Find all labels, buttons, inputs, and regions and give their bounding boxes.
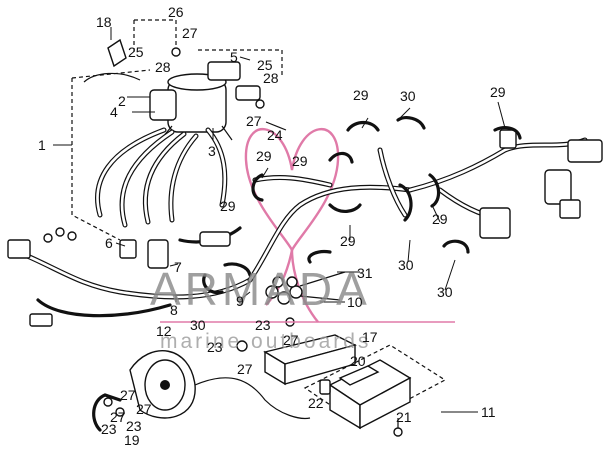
callout-28-left: 28 [155, 59, 171, 75]
callout-25-right: 25 [257, 57, 273, 73]
coil-clamp [83, 38, 287, 131]
callout-2: 2 [118, 93, 126, 109]
callout-29-center: 29 [292, 153, 308, 169]
callout-29-right: 29 [432, 211, 448, 227]
callout-7: 7 [174, 259, 182, 275]
callout-23-regulator: 23 [255, 317, 271, 333]
callout-24: 24 [267, 127, 283, 143]
callout-29-top: 29 [353, 87, 369, 103]
callout-29-left-lower: 29 [220, 198, 236, 214]
callout-11: 11 [481, 404, 496, 420]
callout-23-bracket-right: 23 [126, 418, 142, 434]
callout-29-right-top: 29 [490, 84, 506, 100]
watermark-tagline-text: marine outboards [160, 330, 371, 353]
ignition-coil-assembly [149, 61, 261, 141]
callout-26: 26 [168, 4, 184, 20]
ignition-bracket-dashed [71, 19, 283, 241]
regulator-unit [263, 334, 357, 386]
horn [129, 350, 311, 420]
callout-30-right: 30 [398, 257, 414, 273]
horn-bracket [92, 393, 125, 432]
callout-12: 12 [156, 323, 172, 339]
callout-27-bracket: 27 [120, 387, 136, 403]
callout-29-lower: 29 [340, 233, 356, 249]
callout-21: 21 [396, 409, 412, 425]
callout-19: 19 [124, 432, 140, 448]
spark-plug-leads [95, 127, 228, 228]
callout-30-left: 30 [190, 317, 206, 333]
callout-27-top: 27 [182, 25, 198, 41]
callout-23-horn: 23 [207, 339, 223, 355]
callout-29-left-upper: 29 [256, 148, 272, 164]
callout-5: 5 [230, 49, 238, 65]
callout-17: 17 [362, 329, 378, 345]
callout-6: 6 [105, 235, 113, 251]
callout-27-bracket-c: 27 [110, 409, 126, 425]
callout-10: 10 [347, 294, 363, 310]
callout-3: 3 [208, 143, 216, 159]
callout-8: 8 [170, 302, 178, 318]
leader-lines [53, 27, 506, 413]
callout-4: 4 [110, 104, 118, 120]
harness-connectors [7, 129, 603, 327]
callout-30-far-right: 30 [437, 284, 453, 300]
callout-20: 20 [350, 353, 366, 369]
callout-28-right: 28 [263, 70, 279, 86]
harness-clamps [202, 116, 522, 295]
battery-box [303, 344, 447, 437]
callout-27-coil: 27 [246, 113, 262, 129]
callout-31: 31 [357, 265, 373, 281]
callout-23-bracket-left: 23 [101, 421, 117, 437]
callout-labels: 1 2 3 4 5 6 7 8 9 10 11 12 17 18 19 20 2… [38, 4, 506, 448]
callout-9: 9 [236, 293, 244, 309]
callout-1: 1 [38, 137, 46, 153]
callout-27-bracket-b: 27 [136, 401, 152, 417]
callout-18: 18 [96, 14, 112, 30]
callout-30-top: 30 [400, 88, 416, 104]
callout-22: 22 [308, 395, 324, 411]
callout-27-center: 27 [283, 332, 299, 348]
watermark-brand-text: ARMADA [150, 263, 371, 315]
callout-25-left: 25 [128, 44, 144, 60]
callout-27-horn: 27 [237, 361, 253, 377]
